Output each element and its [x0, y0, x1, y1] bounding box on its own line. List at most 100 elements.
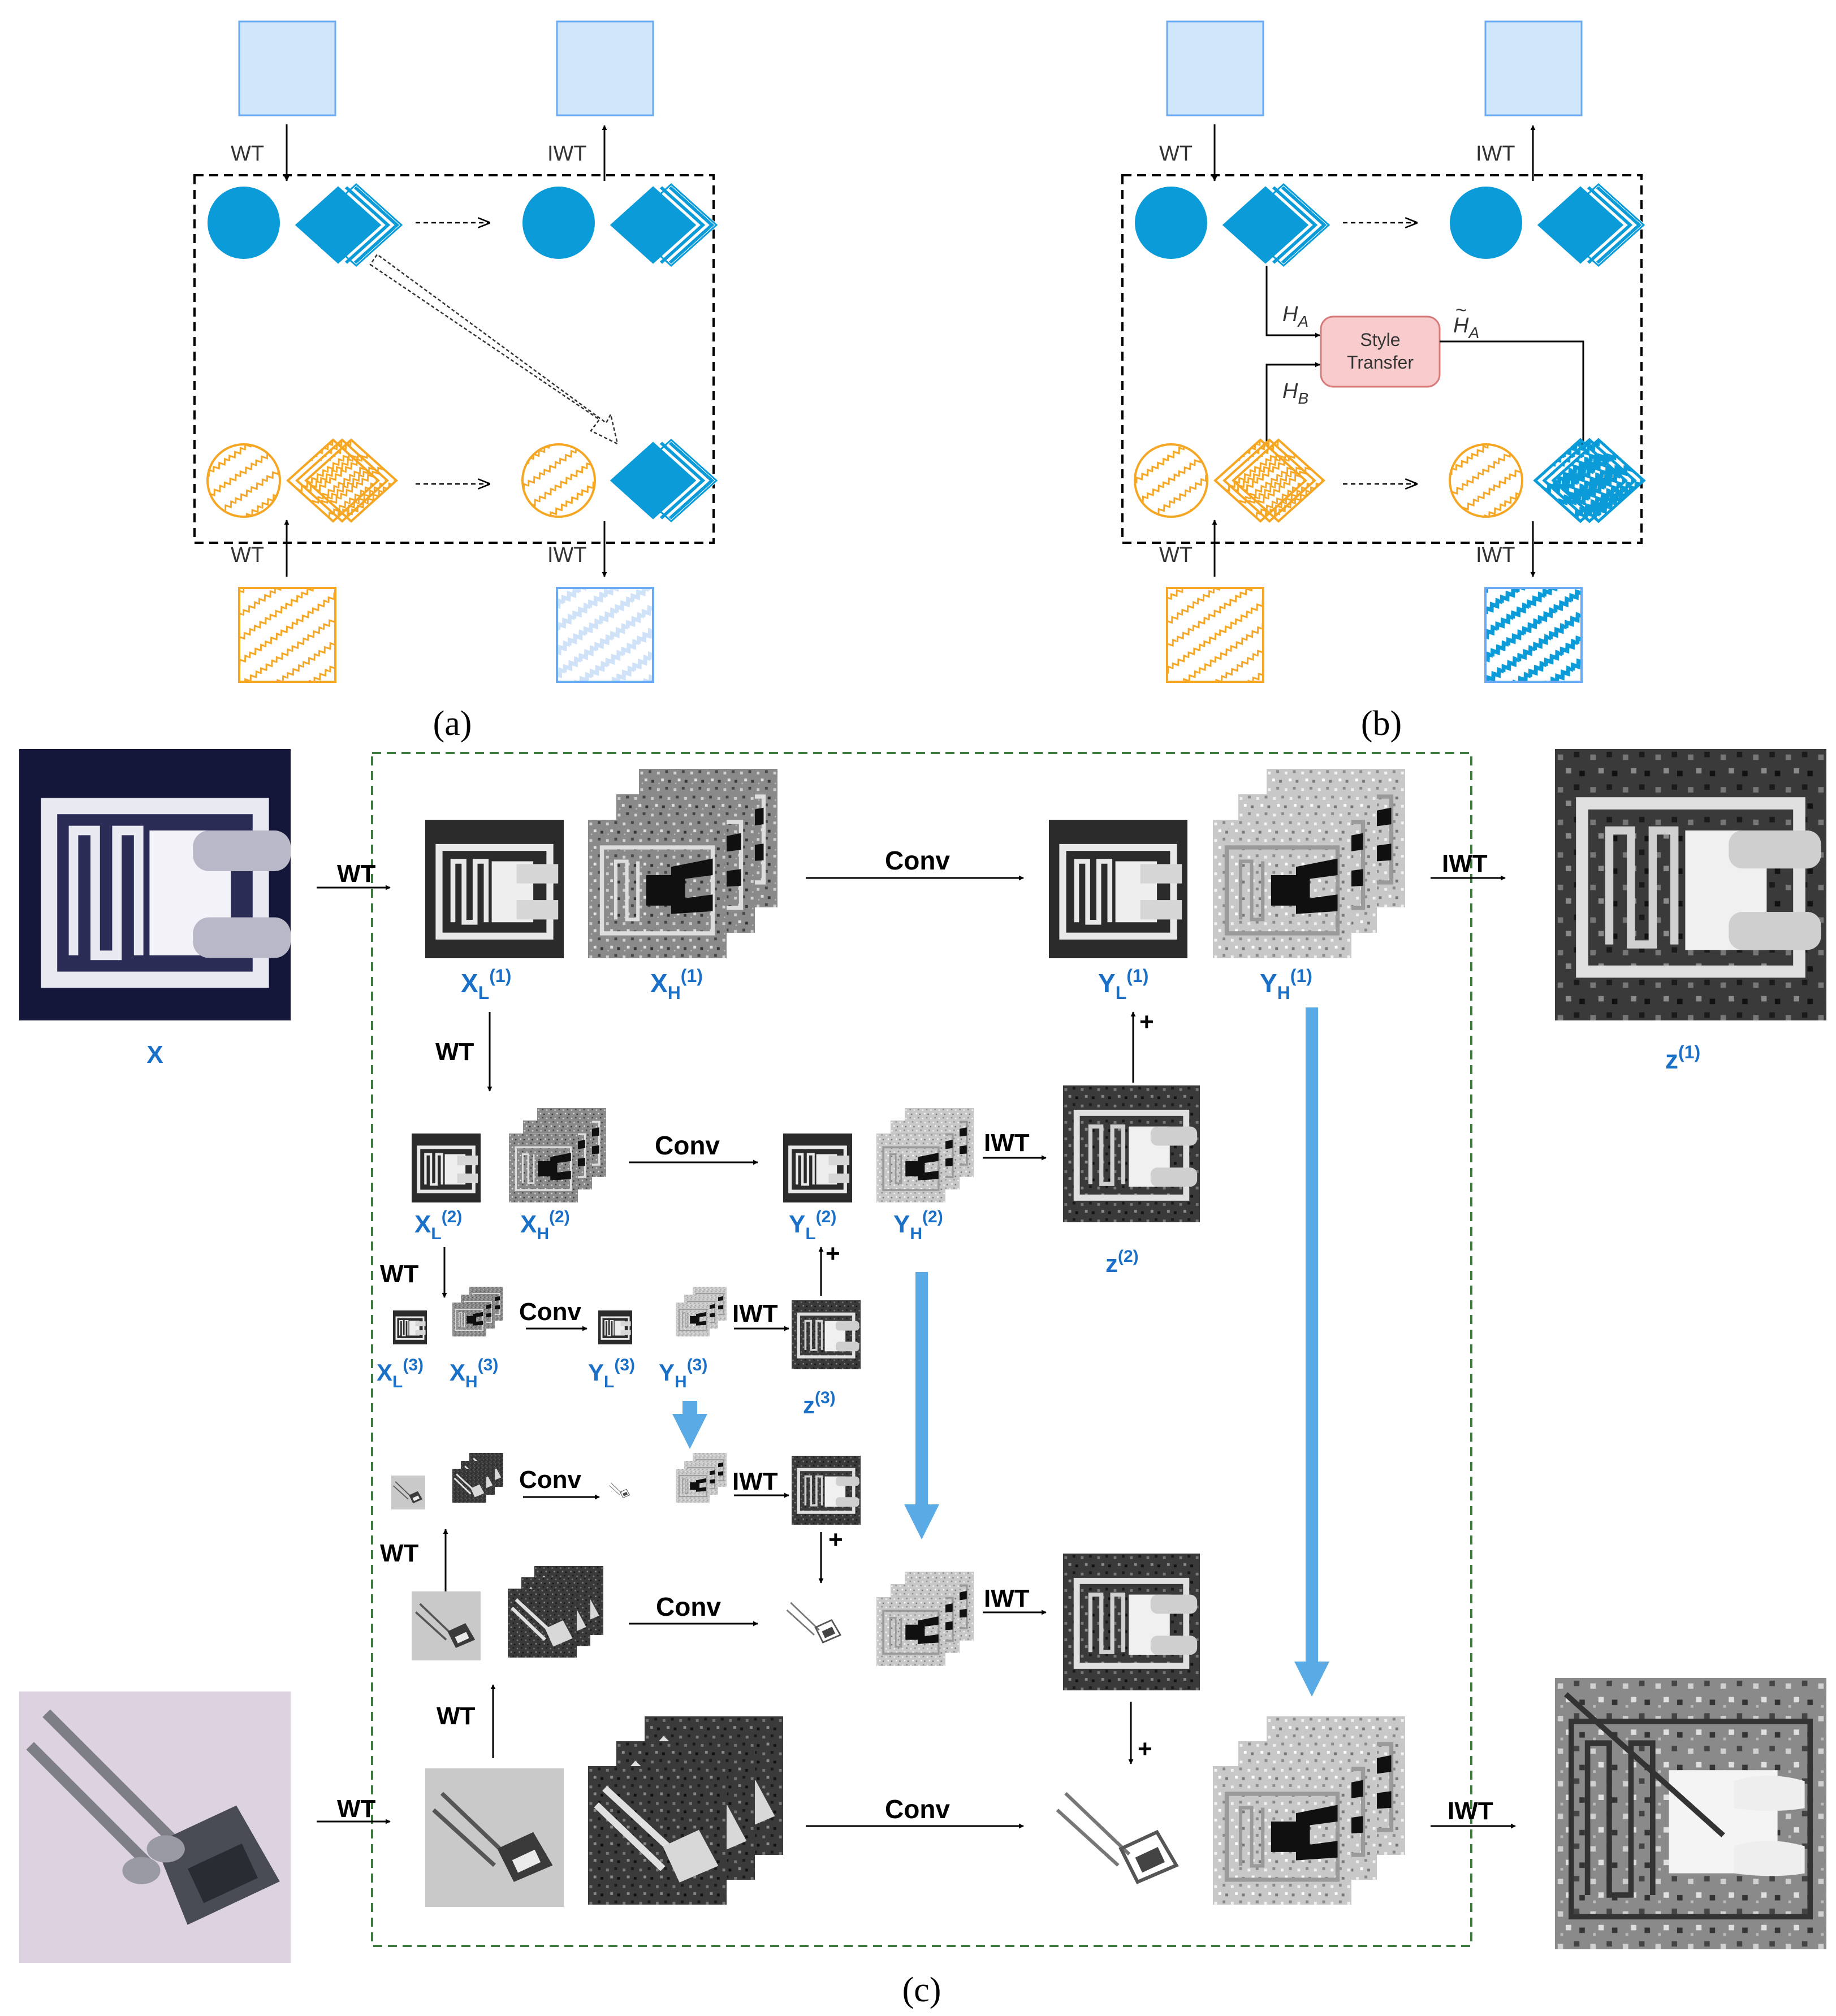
- c-processing-box: [371, 752, 1472, 1947]
- plus-3: +: [828, 1526, 843, 1554]
- a-style-high-diamonds: [287, 439, 398, 522]
- z3-output: [792, 1300, 861, 1369]
- ha-label: HA: [1282, 302, 1308, 330]
- iwt-label-4: IWT: [732, 1468, 778, 1495]
- b-stylized-high-diamonds: [1535, 440, 1644, 521]
- conv-label-2: Conv: [655, 1131, 720, 1160]
- b-style-input-square: [1166, 587, 1264, 683]
- style-l1-conv-output: [1049, 1768, 1187, 1907]
- b-wavelet-domain-box: [1121, 174, 1643, 544]
- yh1-front: [1213, 820, 1351, 958]
- plus-2: +: [826, 1240, 840, 1267]
- style-l1-stylized-front: [1213, 1766, 1351, 1905]
- xh3-label: XH(3): [450, 1356, 498, 1391]
- b-wt-bottom-label: WT: [1159, 543, 1193, 567]
- panel-a: WT IWT WT IWT (a): [193, 20, 716, 743]
- a-wt-bottom-label: WT: [231, 543, 264, 567]
- a-content-high-diamonds: [293, 184, 401, 266]
- style-transfer-line1: Style: [1360, 330, 1400, 350]
- conv-label-3: Conv: [519, 1298, 582, 1326]
- style-l2-conv-output: [782, 1590, 846, 1655]
- z1-output: [1555, 749, 1826, 1020]
- b-iwt-bottom-label: IWT: [1476, 543, 1515, 567]
- a-iwt-bottom-label: IWT: [547, 543, 587, 567]
- xh1-label: XH(1): [650, 966, 703, 1003]
- z1-label: z(1): [1665, 1042, 1700, 1074]
- panel-b-label: (b): [1361, 704, 1402, 743]
- a-style-input-square: [238, 587, 336, 683]
- xl3-image: [392, 1309, 428, 1346]
- wt-label-3: WT: [380, 1260, 419, 1288]
- xh2-front: [508, 1132, 579, 1204]
- z2-label: z(2): [1105, 1247, 1139, 1278]
- style-transfer-block: [1320, 315, 1441, 388]
- b-iwt-top-label: IWT: [1476, 142, 1515, 166]
- wt-label-4: WT: [380, 1539, 419, 1567]
- plus-1: +: [1139, 1008, 1154, 1036]
- b-output-bottom-square: [1484, 587, 1583, 683]
- style-l2-stylized-front: [875, 1596, 947, 1667]
- conv-label-5: Conv: [656, 1592, 721, 1621]
- yh3-label: YH(3): [659, 1356, 707, 1391]
- style-l3-high-front: [451, 1468, 487, 1504]
- b-style-out-low-circle: [1449, 443, 1523, 518]
- wt-label-1: WT: [337, 860, 376, 888]
- z2-output: [1063, 1085, 1200, 1222]
- yl3-label: YL(3): [588, 1356, 635, 1391]
- final-stylized-output: [1555, 1678, 1826, 1949]
- z3-label: z(3): [803, 1388, 836, 1418]
- xh3-front: [452, 1302, 487, 1337]
- b-content-high-diamonds: [1220, 184, 1329, 266]
- iwt-label-2: IWT: [984, 1129, 1030, 1157]
- wt-label-6: WT: [337, 1795, 376, 1823]
- yl1-image: [1049, 820, 1187, 958]
- conv-label-1: Conv: [885, 846, 950, 875]
- b-wt-top-label: WT: [1159, 142, 1193, 166]
- style-image-photo: [19, 1691, 291, 1963]
- b-content-low-circle: [1135, 187, 1207, 259]
- wt-label-5: WT: [437, 1702, 476, 1730]
- iwt-label-5: IWT: [984, 1585, 1030, 1612]
- style-l2-low-image: [411, 1590, 482, 1662]
- conv-label-4: Conv: [519, 1466, 582, 1494]
- content-image-x: [19, 749, 291, 1020]
- a-content-low-circle: [208, 187, 280, 259]
- style-l1-low-image: [425, 1768, 564, 1907]
- hb-label: HB: [1282, 379, 1308, 407]
- yl3-image: [597, 1309, 633, 1346]
- b-ha-arrow: [1265, 266, 1320, 338]
- panel-c: X WT Conv IWT XL(1) XH(1) YL(1) YH(1) z(…: [19, 749, 1826, 2009]
- yh3-front: [675, 1302, 710, 1337]
- panel-b: WT IWT Style Transfer HA HB HA ~ WT IWT …: [1121, 20, 1644, 743]
- b-hb-arrow: [1265, 362, 1320, 447]
- a-out-bottom-diamonds: [608, 440, 716, 521]
- a-style-low-circle: [206, 443, 281, 518]
- b-input-content-square: [1166, 20, 1264, 116]
- iwt-label-6: IWT: [1448, 1797, 1493, 1825]
- xl1-image: [425, 820, 564, 958]
- b-style-low-circle: [1134, 443, 1208, 518]
- yl2-image: [783, 1134, 852, 1202]
- xl3-label: XL(3): [377, 1356, 424, 1391]
- panel-c-label: (c): [902, 1971, 941, 2009]
- a-wt-top-label: WT: [231, 142, 264, 166]
- xh1-front: [588, 820, 727, 958]
- a-input-content-square: [238, 20, 336, 116]
- a-hollow-diagonal-arrow: [369, 253, 619, 445]
- b-style-high-diamonds: [1214, 439, 1325, 522]
- a-wavelet-domain-box: [193, 174, 715, 544]
- yh2-label: YH(2): [893, 1208, 943, 1243]
- x-label: X: [146, 1041, 163, 1068]
- panel-a-label: (a): [433, 704, 472, 743]
- xl2-image: [412, 1134, 481, 1202]
- a-out-high-diamonds: [608, 184, 716, 266]
- xh2-label: XH(2): [520, 1208, 570, 1243]
- xl2-label: XL(2): [414, 1208, 462, 1243]
- xl1-label: XL(1): [461, 966, 511, 1003]
- b-out-high-diamonds: [1535, 184, 1644, 266]
- a-style-out-low-circle: [521, 443, 596, 518]
- plus-4: +: [1138, 1735, 1152, 1763]
- iwt-label-1: IWT: [1442, 850, 1488, 877]
- yh1-label: YH(1): [1260, 966, 1312, 1003]
- yl1-label: YL(1): [1098, 966, 1148, 1003]
